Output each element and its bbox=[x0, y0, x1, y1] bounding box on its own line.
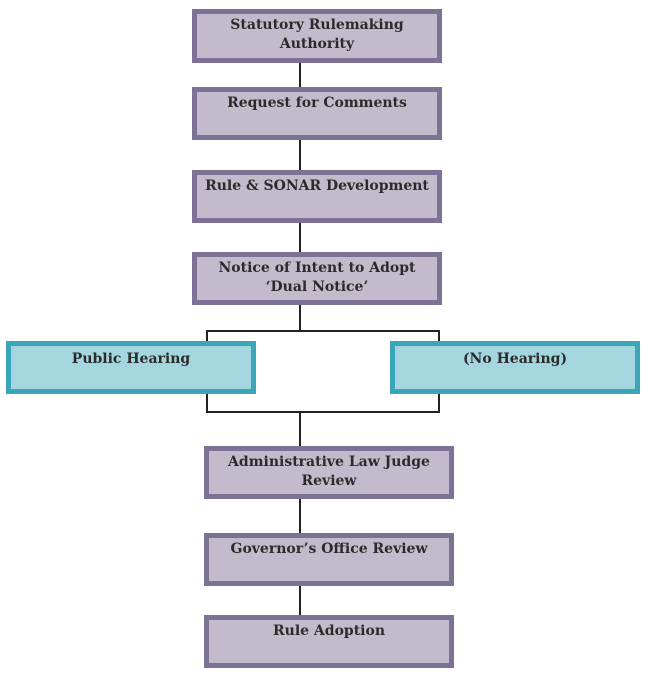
step-rule-sonar-development: Rule & SONAR Development bbox=[192, 170, 442, 223]
connector-statutory-request bbox=[299, 62, 301, 88]
branch-label: Public Hearing bbox=[71, 351, 191, 367]
step-label: Statutory Rulemaking Authority bbox=[230, 17, 404, 52]
branch-public-hearing: Public Hearing bbox=[6, 341, 256, 394]
step-label: Rule Adoption bbox=[273, 623, 385, 639]
step-statutory-rulemaking-authority: Statutory Rulemaking Authority bbox=[192, 9, 442, 63]
branch-no-hearing: (No Hearing) bbox=[390, 341, 640, 394]
step-notice-of-intent: Notice of Intent to Adopt ‘Dual Notice’ bbox=[192, 252, 442, 305]
connector-merge-alj bbox=[299, 411, 301, 447]
connector-notice-split bbox=[299, 304, 301, 331]
step-request-for-comments: Request for Comments bbox=[192, 87, 442, 140]
step-label: Governor’s Office Review bbox=[230, 541, 428, 557]
connector-merge-right bbox=[438, 393, 440, 412]
connector-development-notice bbox=[299, 222, 301, 253]
step-administrative-law-judge-review: Administrative Law Judge Review bbox=[204, 446, 454, 499]
connector-governor-adoption bbox=[299, 585, 301, 616]
step-rule-adoption: Rule Adoption bbox=[204, 615, 454, 668]
connector-request-development bbox=[299, 139, 301, 170]
step-label: Notice of Intent to Adopt ‘Dual Notice’ bbox=[218, 260, 416, 295]
step-governors-office-review: Governor’s Office Review bbox=[204, 533, 454, 586]
connector-split-horizontal bbox=[206, 330, 440, 332]
connector-merge-left bbox=[206, 393, 208, 412]
connector-split-right bbox=[438, 330, 440, 342]
step-label: Administrative Law Judge Review bbox=[228, 454, 430, 489]
connector-split-left bbox=[206, 330, 208, 342]
step-label: Rule & SONAR Development bbox=[205, 178, 429, 194]
connector-alj-governor bbox=[299, 497, 301, 534]
step-label: Request for Comments bbox=[227, 95, 407, 111]
connector-merge-horizontal bbox=[206, 411, 440, 413]
branch-label: (No Hearing) bbox=[462, 351, 568, 367]
